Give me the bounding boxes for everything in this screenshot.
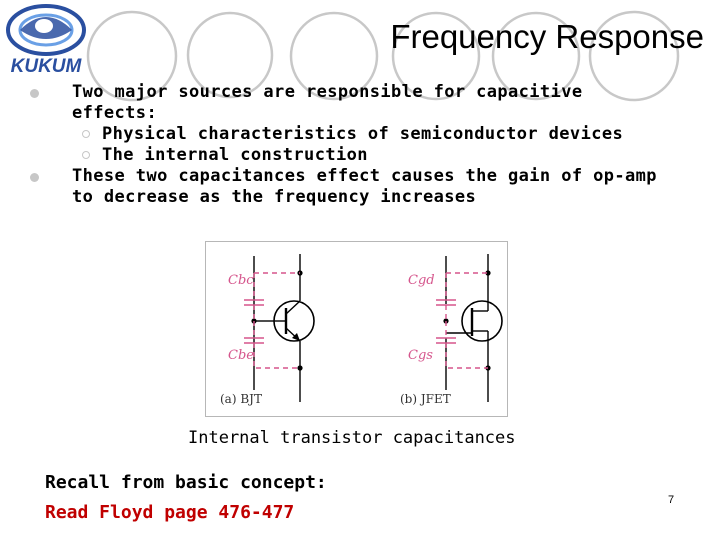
bullet-text: Two major sources are responsible for ca… — [72, 82, 583, 123]
jfet-capacitors — [436, 272, 488, 369]
logo-text: KUKUM — [11, 56, 83, 77]
recall-text: Recall from basic concept: — [45, 472, 327, 493]
sub-bullet-item: The internal construction — [28, 145, 678, 166]
sub-bullet-item: Physical characteristics of semiconducto… — [28, 124, 678, 145]
cgd-label: Cgd — [408, 273, 435, 288]
cbe-label: Cbe — [228, 348, 254, 363]
cgs-label: Cgs — [408, 348, 433, 363]
cbc-label: Cbc — [228, 273, 254, 288]
bjt-capacitors — [244, 272, 300, 369]
reference-text: Read Floyd page 476-477 — [45, 502, 295, 523]
page-number: 7 — [668, 494, 675, 506]
bullet-dot-icon — [30, 89, 39, 98]
bullet-item: Two major sources are responsible for ca… — [28, 82, 678, 124]
slide-title: Frequency Response — [390, 18, 704, 55]
hollow-circle-icon — [82, 130, 90, 138]
jfet-circuit — [443, 254, 503, 402]
bullet-item: These two capacitances effect causes the… — [28, 166, 678, 208]
kukum-logo: KUKUM — [6, 4, 86, 77]
jfet-label: (b) JFET — [400, 392, 451, 406]
bullet-list: Two major sources are responsible for ca… — [28, 82, 678, 208]
bjt-circuit — [251, 254, 315, 402]
sub-bullet-text: Physical characteristics of semiconducto… — [102, 124, 624, 144]
hollow-circle-icon — [82, 151, 90, 159]
bullet-dot-icon — [30, 173, 39, 182]
header-decoration — [86, 10, 680, 102]
figure-caption: Internal transistor capacitances — [188, 428, 516, 448]
bullet-text: These two capacitances effect causes the… — [72, 166, 657, 207]
capacitance-figure: Cbc Cbe (a) BJT — [205, 241, 508, 417]
bjt-label: (a) BJT — [220, 392, 262, 406]
sub-bullet-text: The internal construction — [102, 145, 368, 165]
recall-block: Recall from basic concept: Read Floyd pa… — [45, 468, 327, 528]
